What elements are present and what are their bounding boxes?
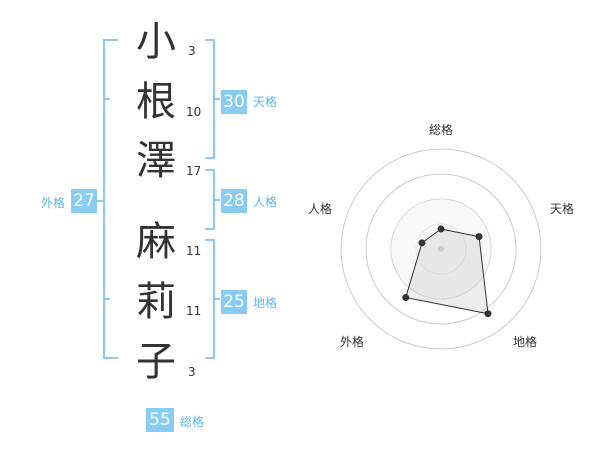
soukaku-value-badge: 55 [146, 408, 174, 432]
name-char-1: 小 [136, 19, 176, 65]
name-char-5-strokes: 11 [186, 304, 202, 318]
jinkaku-bracket [205, 169, 220, 230]
radar-center-dot [438, 246, 444, 252]
name-char-4-strokes: 11 [186, 244, 202, 258]
radar-axis-label-jinkaku: 人格 [307, 202, 332, 216]
radar-axis-label-chikaku: 地格 [512, 335, 537, 349]
tenkaku-value-badge: 30 [221, 90, 247, 114]
gaikaku-label: 外格 [41, 196, 66, 210]
name-char-3: 澤 [136, 138, 176, 184]
chikaku-label: 地格 [253, 296, 278, 310]
jinkaku-value-badge: 28 [221, 189, 247, 213]
tenkaku-label: 天格 [253, 95, 278, 109]
name-char-1-strokes: 3 [188, 44, 196, 58]
name-char-2-strokes: 10 [186, 105, 202, 119]
name-char-6-strokes: 3 [188, 365, 196, 379]
name-char-3-strokes: 17 [186, 164, 202, 178]
tenkaku-bracket [205, 39, 220, 159]
radar-point-5 [418, 239, 426, 247]
gaikaku-bracket [103, 39, 118, 359]
radar-axis-label-soukaku: 総格 [428, 123, 453, 137]
radar-point-4 [402, 294, 410, 302]
name-char-6: 子 [136, 339, 176, 385]
chikaku-value-badge: 25 [221, 290, 247, 314]
radar-point-1 [437, 225, 445, 233]
radar-axis-label-gaikaku: 外格 [339, 335, 364, 349]
name-char-5: 莉 [136, 279, 176, 325]
radar-point-2 [475, 233, 483, 241]
jinkaku-label: 人格 [253, 195, 278, 209]
radar-point-3 [484, 310, 492, 318]
gaikaku-value-badge: 27 [71, 189, 97, 213]
radar-polygon [405, 228, 489, 315]
soukaku-label: 総格 [180, 415, 205, 429]
chikaku-bracket [205, 239, 220, 359]
radar-axis-label-tenkaku: 天格 [549, 202, 574, 216]
name-char-4: 麻 [136, 219, 176, 265]
radar-ring-3 [365, 173, 517, 325]
name-char-2: 根 [136, 79, 176, 125]
